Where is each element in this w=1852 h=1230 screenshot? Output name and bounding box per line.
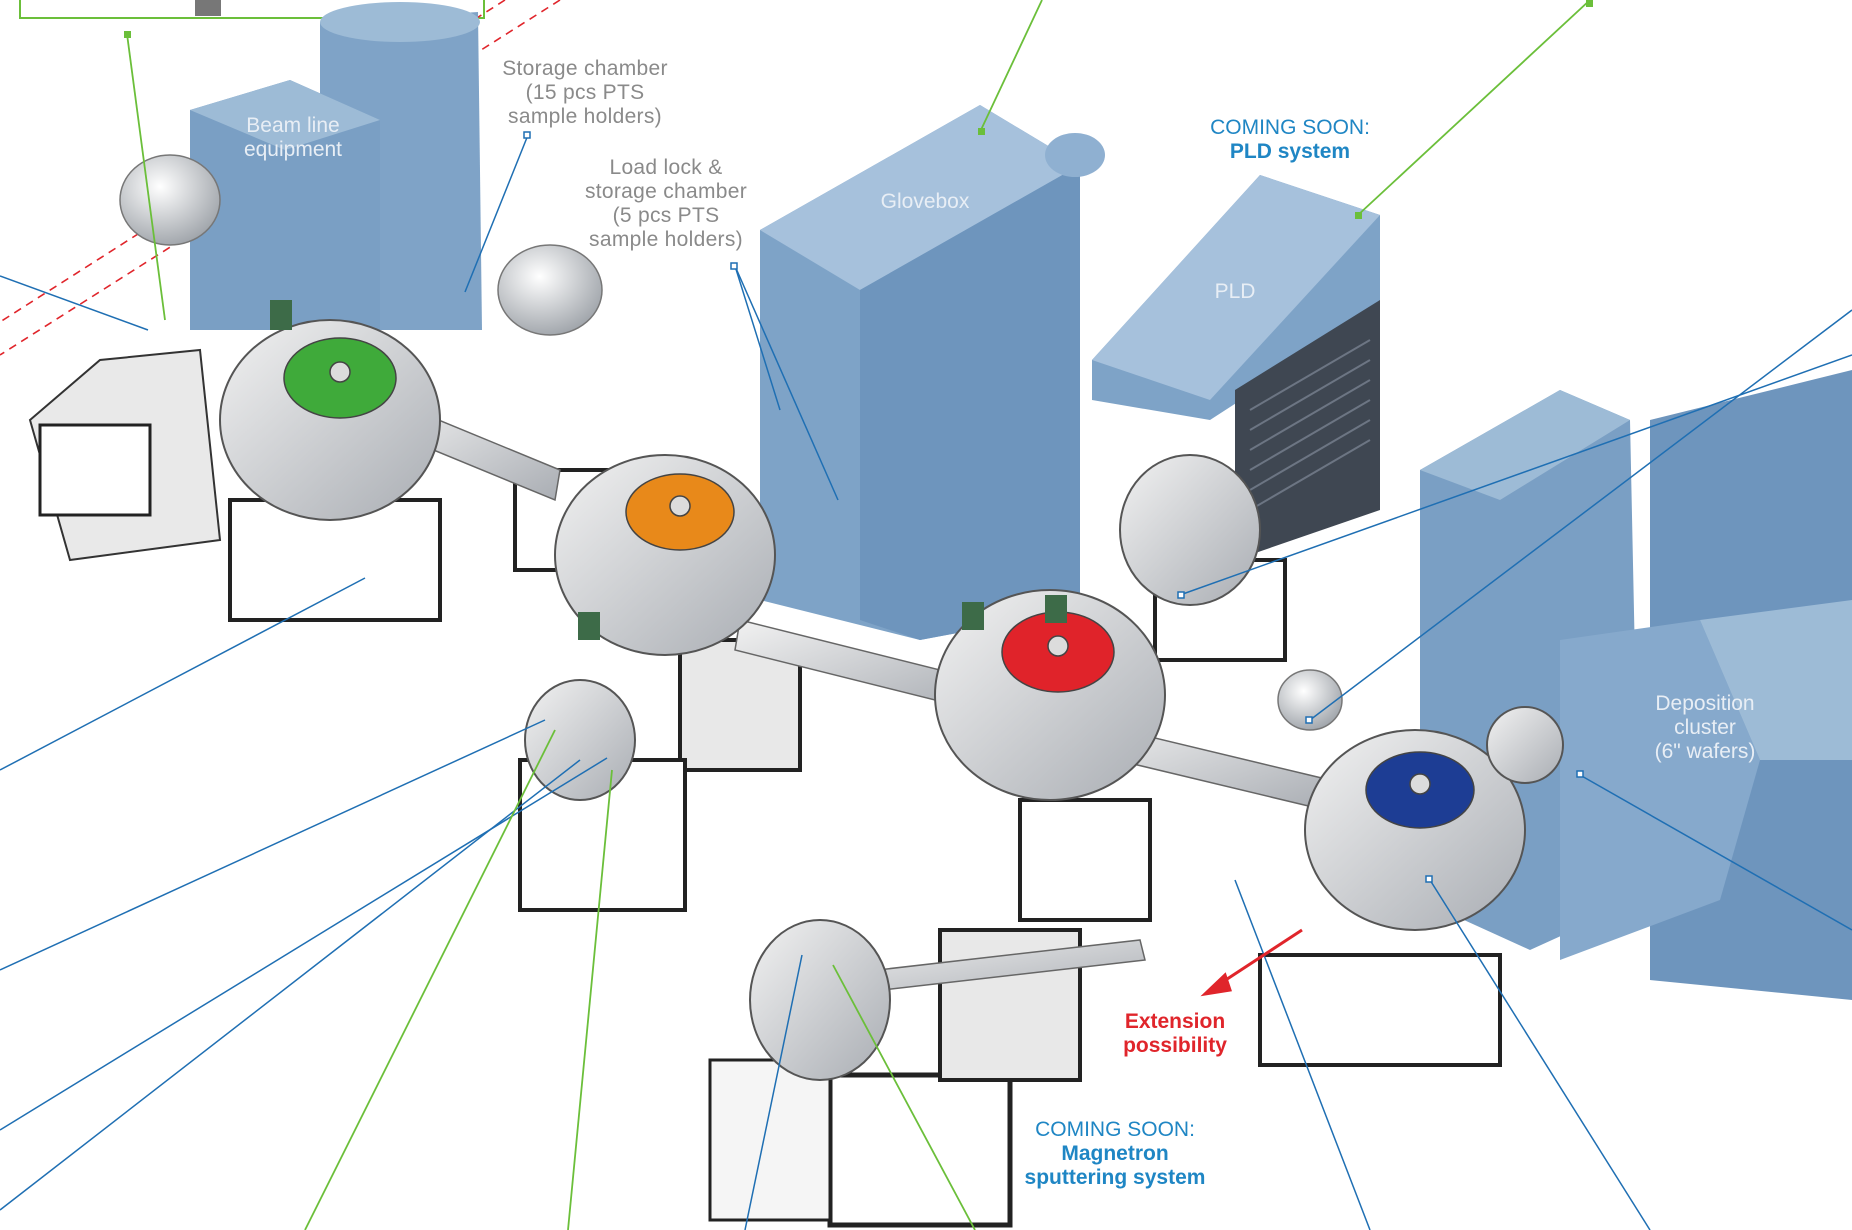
chamber-lids xyxy=(283,337,1475,829)
domes xyxy=(119,154,1343,731)
extension-arrow xyxy=(1200,928,1303,997)
leader-lines-blue xyxy=(0,134,1852,1230)
storage-chamber-text: Storage chamber (15 pcs PTS sample holde… xyxy=(502,57,668,129)
label-magnetron-coming-soon: COMING SOON: Magnetron sputtering system xyxy=(1000,1118,1230,1190)
leader-lines-green xyxy=(126,0,1591,1230)
pld-block xyxy=(1092,175,1380,560)
label-glovebox: Glovebox xyxy=(860,190,990,214)
beam-line-text: Beam line equipment xyxy=(243,114,343,162)
pld-coming-soon-name: PLD system xyxy=(1229,140,1351,164)
label-load-lock: Load lock & storage chamber (5 pcs PTS s… xyxy=(566,156,766,253)
label-deposition-cluster: Deposition cluster (6" wafers) xyxy=(1640,692,1770,764)
label-storage-chamber: Storage chamber (15 pcs PTS sample holde… xyxy=(500,57,670,129)
extension-text: Extension possibility xyxy=(1123,1010,1227,1058)
valves xyxy=(270,300,1067,640)
glovebox-block xyxy=(760,105,1105,640)
deposition-cluster-text: Deposition cluster (6" wafers) xyxy=(1654,692,1756,764)
leader-markers-green xyxy=(124,0,1593,219)
glovebox-text: Glovebox xyxy=(880,190,970,213)
label-pld-coming-soon: COMING SOON: PLD system xyxy=(1180,116,1400,164)
load-lock-text: Load lock & storage chamber (5 pcs PTS s… xyxy=(584,156,748,252)
label-extension-possibility: Extension possibility xyxy=(1100,1010,1250,1058)
magnetron-coming-soon-prefix: COMING SOON: xyxy=(1035,1118,1195,1141)
beam-line-equipment-block xyxy=(190,2,482,330)
label-pld: PLD xyxy=(1205,280,1265,304)
leader-markers xyxy=(523,131,1584,883)
magnetron-coming-soon-name: Magnetron sputtering system xyxy=(1024,1142,1206,1190)
pld-coming-soon-prefix: COMING SOON: xyxy=(1210,116,1370,139)
pld-text: PLD xyxy=(1214,280,1256,303)
label-beam-line-equipment: Beam line equipment xyxy=(228,114,358,162)
